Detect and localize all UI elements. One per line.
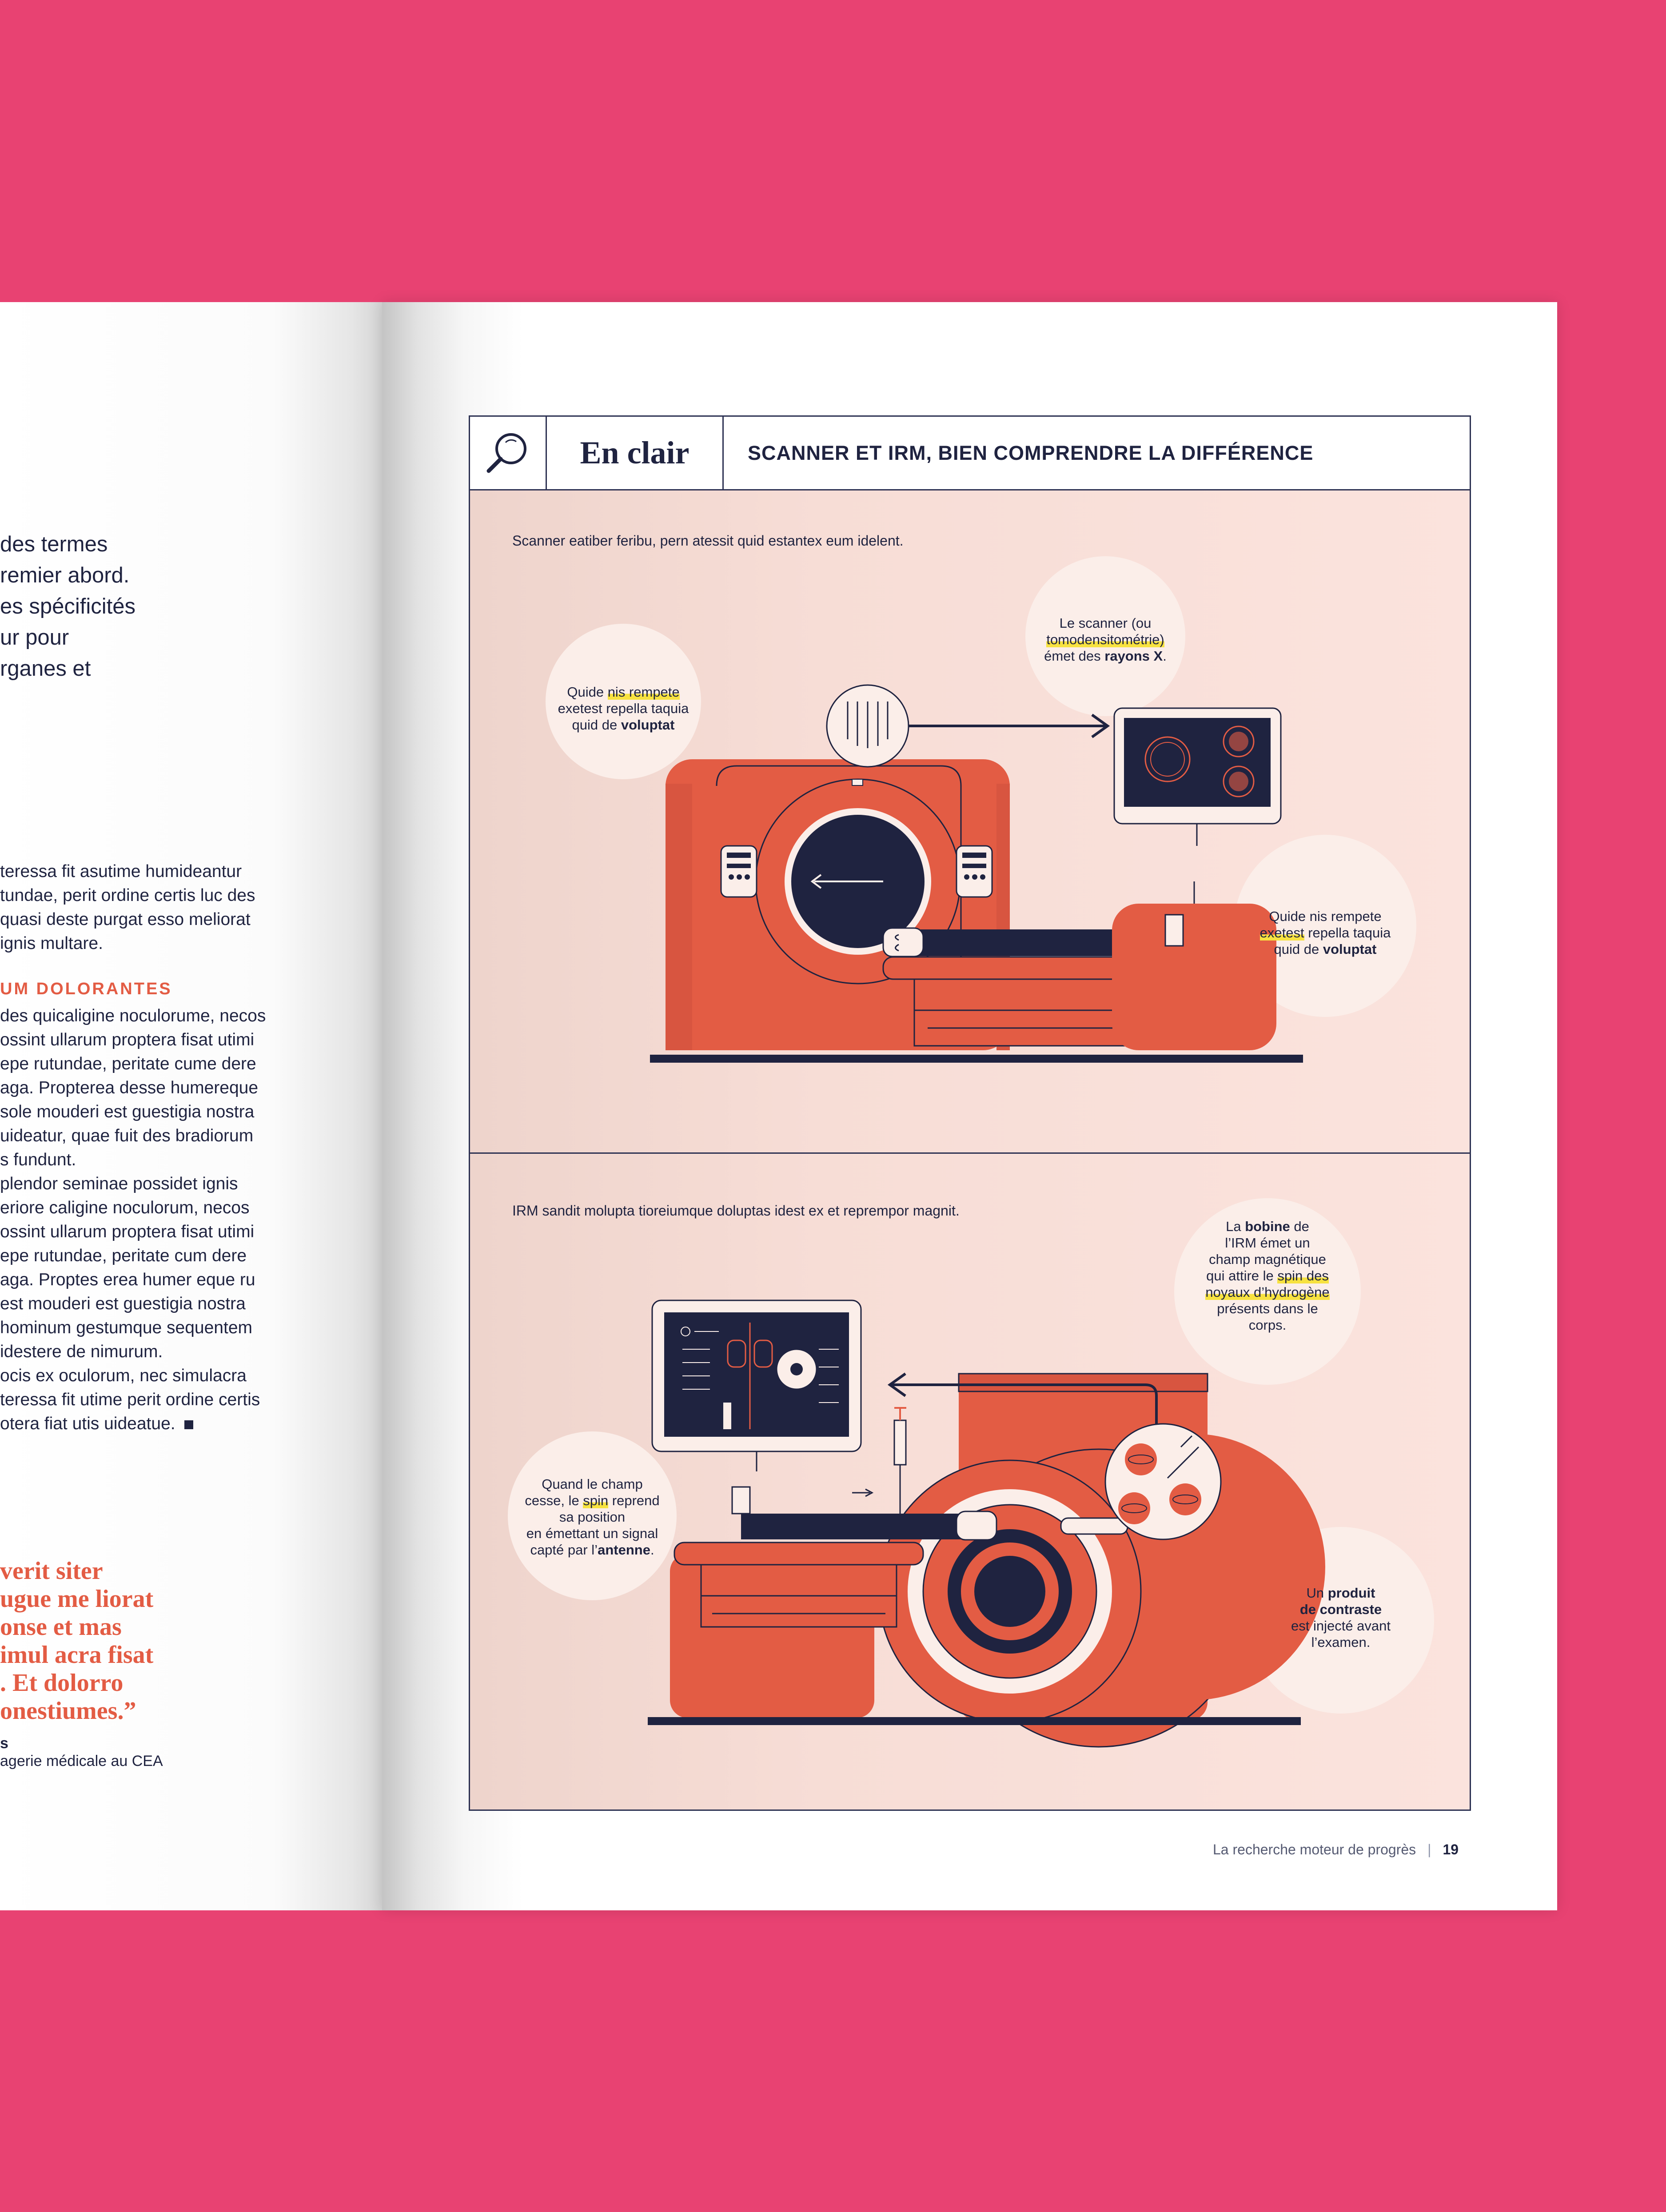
quote-line: ugue me liorat: [0, 1585, 154, 1613]
infographic-title: En clair: [547, 417, 724, 489]
body-line: aga. Proptes erea humer eque ru: [0, 1270, 255, 1289]
infographic-header: En clair SCANNER ET IRM, BIEN COMPRENDRE…: [470, 417, 1470, 490]
end-mark: [184, 1420, 193, 1429]
body-line: ignis multare.: [0, 934, 103, 953]
left-body-text: teressa fit asutime humideantur tundae, …: [0, 860, 295, 956]
body-line: ossint ullarum proptera fisat utimi: [0, 1222, 255, 1241]
body-line: des quicaligine noculorume, necos: [0, 1006, 266, 1025]
body-line: tundae, perit ordine certis luc des: [0, 886, 255, 905]
body-line: epe rutundae, peritate cume dere: [0, 1054, 256, 1073]
footer-separator: |: [1427, 1841, 1431, 1857]
infographic-subtitle: SCANNER ET IRM, BIEN COMPRENDRE LA DIFFÉ…: [748, 441, 1314, 464]
body-line: eriore caligine noculorum, necos: [0, 1198, 250, 1217]
left-intro: des termes remier abord. es spécificités…: [0, 529, 231, 684]
intro-line: remier abord.: [0, 563, 130, 587]
body-line: epe rutundae, peritate cum dere: [0, 1246, 247, 1265]
footer-text: La recherche moteur de progrès: [1213, 1841, 1416, 1857]
quote-line: . Et dolorro: [0, 1669, 124, 1697]
irm-bubble-top-text: La bobine de l’IRM émet un champ magnéti…: [1205, 1219, 1330, 1333]
quote-line: verit siter: [0, 1557, 103, 1585]
body-line: est mouderi est guestigia nostra: [0, 1294, 246, 1313]
intro-line: ur pour: [0, 626, 69, 650]
quote-line: imul acra fisat: [0, 1641, 154, 1669]
body-line: ossint ullarum proptera fisat utimi: [0, 1030, 255, 1049]
magnifier-icon: [470, 417, 547, 489]
body-line: ocis ex oculorum, nec simulacra: [0, 1366, 247, 1385]
body-line: quasi deste purgat esso meliorat: [0, 910, 251, 929]
irm-bubble-right-text: Un produit de contraste est injecté avan…: [1291, 1585, 1391, 1650]
body-line: teressa fit asutime humideantur: [0, 862, 242, 881]
intro-line: rganes et: [0, 657, 91, 681]
scanner-illustration: [650, 684, 1303, 1063]
irm-illustration: [648, 1299, 1325, 1748]
scanner-bubble-left-text: Quide nis rempete exetest repella taquia…: [558, 684, 689, 733]
scanner-lead: Scanner eatiber feribu, pern atessit qui…: [512, 533, 904, 549]
body-line: uideatur, quae fuit des bradiorum: [0, 1126, 254, 1145]
intro-line: es spécificités: [0, 594, 136, 618]
body-line-text: otera fiat utis uideatue.: [0, 1414, 175, 1433]
body-line: plendor seminae possidet ignis: [0, 1174, 238, 1193]
left-body-text-2: des quicaligine noculorume, necos ossint…: [0, 1004, 295, 1436]
irm-bubble-left-text: Quand le champ cesse, le spin reprend sa…: [525, 1476, 660, 1558]
quote-line: onse et mas: [0, 1613, 122, 1641]
body-line: teressa fit utime perit ordine certis: [0, 1390, 260, 1409]
body-line: idestere de nimurum.: [0, 1342, 163, 1361]
body-line: sole mouderi est guestigia nostra: [0, 1102, 255, 1121]
body-line: hominum gestumque sequentem: [0, 1318, 252, 1337]
quote-attribution-role: agerie médicale au CEA: [0, 1753, 163, 1770]
body-line: s fundunt.: [0, 1150, 76, 1169]
pull-quote: verit siter ugue me liorat onse et mas i…: [0, 1557, 153, 1725]
irm-lead: IRM sandit molupta tioreiumque doluptas …: [512, 1203, 960, 1219]
infographic-frame: En clair SCANNER ET IRM, BIEN COMPRENDRE…: [469, 415, 1471, 1811]
scanner-panel: Scanner eatiber feribu, pern atessit qui…: [470, 490, 1470, 1154]
left-page: [0, 302, 391, 1910]
quote-attribution-name: s: [0, 1735, 8, 1752]
page-footer: La recherche moteur de progrès | 19: [1213, 1841, 1459, 1858]
quote-line: onestiumes.”: [0, 1697, 136, 1725]
scanner-bubble-top-text: Le scanner (ou tomodensitométrie) émet d…: [1044, 615, 1167, 664]
body-line: aga. Propterea desse humereque: [0, 1078, 259, 1097]
irm-bubble-left: [508, 1431, 677, 1600]
irm-panel: IRM sandit molupta tioreiumque doluptas …: [470, 1154, 1470, 1809]
left-subhead: UM DOLORANTES: [0, 980, 172, 998]
scanner-bubble-left: [546, 624, 701, 779]
intro-line: des termes: [0, 532, 108, 556]
body-line: otera fiat utis uideatue.: [0, 1412, 295, 1436]
scanner-bubble-right-text: Quide nis rempete exetest repella taquia…: [1259, 909, 1391, 957]
page-number: 19: [1443, 1841, 1459, 1857]
